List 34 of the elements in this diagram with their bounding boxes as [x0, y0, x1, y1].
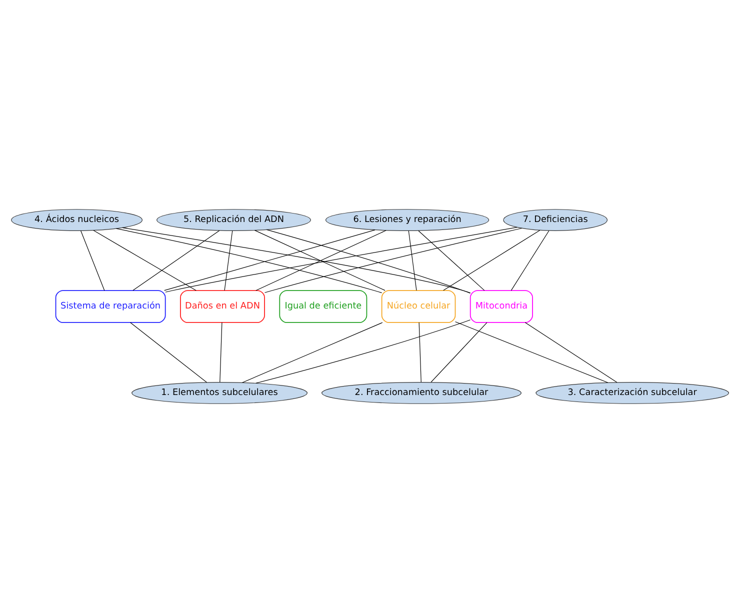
node-ellipse: 1. Elementos subcelulares: [132, 382, 308, 404]
node-box: Mitocondria: [470, 290, 533, 323]
connector: [418, 230, 485, 291]
connector: [510, 230, 550, 291]
node-ellipse: 5. Replicación del ADN: [156, 209, 311, 231]
connector: [80, 230, 105, 291]
connector: [242, 322, 383, 383]
node-box: Igual de eficiente: [279, 290, 368, 323]
node-box: Sistema de reparación: [55, 290, 166, 323]
connector: [266, 229, 471, 294]
connector: [165, 227, 518, 292]
connector: [220, 322, 222, 382]
connector: [224, 230, 233, 291]
connector: [455, 321, 608, 383]
connector: [443, 230, 540, 291]
connector: [255, 320, 471, 384]
node-ellipse: 6. Lesiones y reparación: [325, 209, 490, 231]
connector: [122, 227, 471, 294]
connector: [130, 322, 208, 383]
node-ellipse: 4. Ácidos nucleicos: [11, 209, 143, 231]
connector: [408, 230, 417, 291]
connector: [524, 322, 618, 383]
node-ellipse: 7. Deficiencias: [503, 209, 608, 231]
connector: [264, 228, 522, 293]
connector: [93, 230, 196, 291]
node-box: Daños en el ADN: [180, 290, 265, 323]
connector: [116, 228, 382, 294]
node-ellipse: 3. Caracterización subcelular: [536, 382, 729, 404]
connector: [418, 322, 422, 382]
connector: [164, 230, 376, 291]
node-box: Núcleo celular: [381, 290, 456, 323]
node-ellipse: 2. Fraccionamiento subcelular: [322, 382, 522, 404]
connector: [132, 230, 220, 291]
connector: [430, 322, 488, 382]
